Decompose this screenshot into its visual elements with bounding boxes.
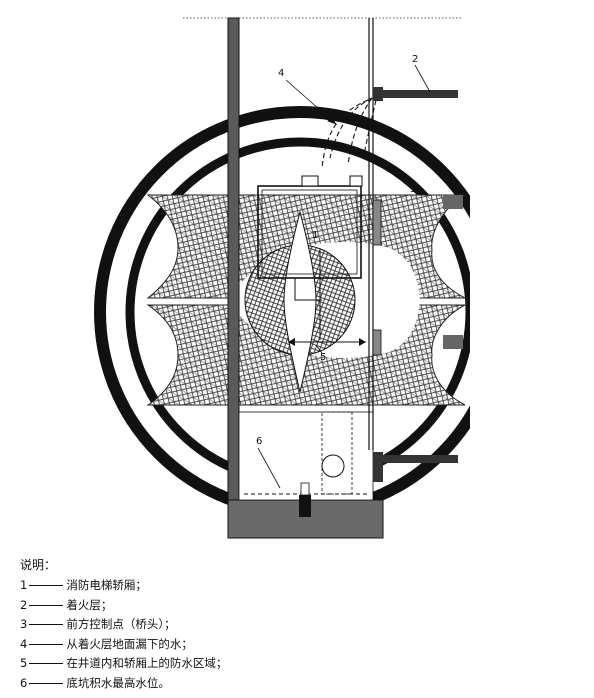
lower-floor-slab [380,455,458,463]
legend: 说明： 1 消防电梯轿厢； 2 着火层； 3 前方控制点（桥头）； 4 从着火层地面漏下… [20,556,580,694]
callout-1: 1 [312,230,318,241]
legend-number: 1 [20,578,28,592]
legend-dash [29,624,64,626]
legend-text: 前方控制点（桥头）； [66,617,176,632]
fire-floor-slab [380,90,458,98]
pit-ladder-region [321,411,353,495]
legend-item-6: 6 底坑积水最高水位。 [20,674,580,694]
door-panel [372,199,382,246]
legend-dash [29,682,64,684]
legend-text: 消防电梯轿厢； [66,578,147,592]
pit-details [244,411,370,517]
callout-2: 2 [412,54,418,65]
legend-text: 底坑积水最高水位。 [66,675,170,690]
legend-dash [29,585,64,586]
legend-number: 6 [20,675,28,690]
leader-lines [257,64,431,489]
legend-text: 着火层； [66,597,113,612]
legend-number: 5 [20,656,28,671]
callout-6: 6 [256,436,262,447]
callout-3: 3 [410,184,416,195]
legend-text: 在井道内和轿厢上的防水区域； [66,656,228,671]
waterproof-arrow [288,338,366,346]
elevator-shaft-diagram: 1 2 3 4 5 6 [94,17,470,539]
legend-text: 从着火层地面漏下的水； [66,636,193,651]
legend-dash [29,643,64,645]
legend-dash [29,604,64,606]
legend-item-2: 2 着火层； [20,596,580,616]
legend-number: 4 [20,636,28,651]
legend-item-4: 4 从着火层地面漏下的水； [20,635,580,655]
legend-title: 说明： [20,558,57,572]
hatched-bands [146,194,467,406]
legend-item-1: 1 消防电梯轿厢； [20,576,580,596]
callout-4: 4 [278,68,284,79]
elevator-car [257,175,363,340]
pit-pump [299,495,311,517]
legend-item-3: 3 前方控制点（桥头）； [20,615,580,635]
landing-structure [368,18,463,482]
buffer [321,454,345,478]
legend-dash [29,663,64,665]
car-top-equipment [301,175,319,187]
left-shaft-wall [227,17,240,539]
legend-item-5: 5 在井道内和轿厢上的防水区域； [20,654,580,674]
callout-5: 5 [320,352,326,363]
legend-number: 3 [20,617,28,632]
spindle [283,210,317,393]
legend-number: 2 [20,597,28,612]
